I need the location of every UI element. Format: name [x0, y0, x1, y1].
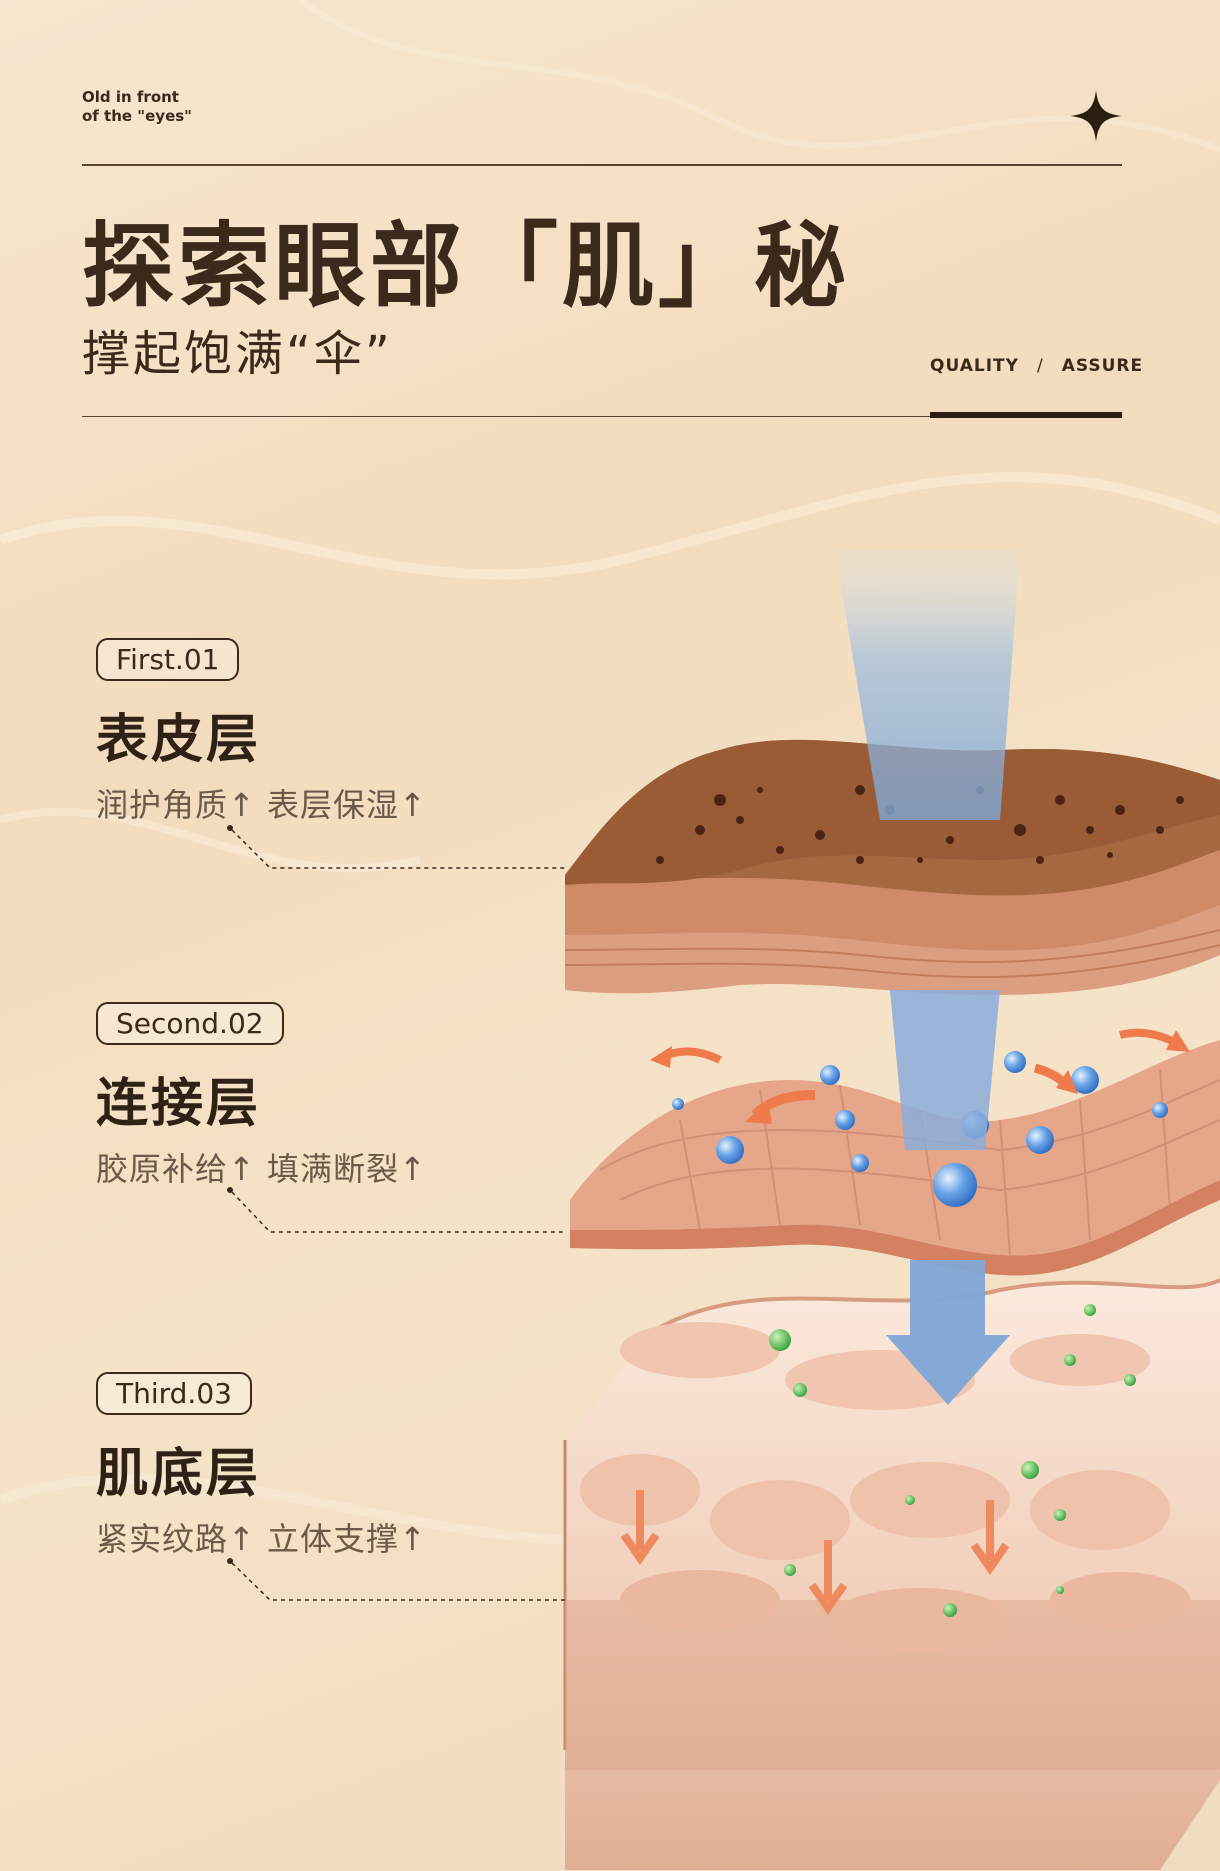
layer-description: 胶原补给↑ 填满断裂↑	[96, 1150, 427, 1188]
header-top-rule	[82, 164, 1122, 166]
layer-caption-epidermis: First.01 表皮层 润护角质↑ 表层保湿↑	[96, 638, 427, 826]
tagline-line-1: Old in front	[82, 88, 179, 106]
layer-badge: First.01	[96, 638, 240, 681]
quality-word: QUALITY	[930, 356, 1019, 376]
page-title: 探索眼部「肌」秘	[82, 213, 851, 320]
tagline-line-2: of the "eyes"	[82, 107, 192, 125]
layer-title: 连接层	[96, 1074, 262, 1134]
header-accent-bar	[930, 412, 1122, 418]
four-point-star-icon	[1070, 90, 1122, 142]
layer-title: 表皮层	[96, 710, 262, 770]
header-bottom-rule	[82, 416, 1122, 417]
penetration-beam	[835, 550, 1020, 1405]
corner-tagline: Old in front of the "eyes"	[82, 88, 192, 126]
layer-badge: Second.02	[96, 1002, 284, 1045]
layer-badge: Third.03	[96, 1372, 252, 1415]
assure-word: ASSURE	[1061, 356, 1144, 376]
base-layer-block	[563, 1278, 1220, 1870]
layer-caption-dermis: Second.02 连接层 胶原补给↑ 填满断裂↑	[96, 1002, 427, 1190]
layer-description: 紧实纹路↑ 立体支撑↑	[96, 1520, 427, 1558]
layer-caption-base: Third.03 肌底层 紧实纹路↑ 立体支撑↑	[96, 1372, 427, 1560]
layer-title: 肌底层	[96, 1444, 262, 1504]
quality-separator: /	[1036, 356, 1044, 376]
quality-assure-label: QUALITY / ASSURE	[930, 356, 1143, 376]
layer-description: 润护角质↑ 表层保湿↑	[96, 786, 427, 824]
page-subtitle: 撑起饱满“伞”	[82, 326, 393, 382]
epidermis-layer-block	[564, 739, 1220, 995]
